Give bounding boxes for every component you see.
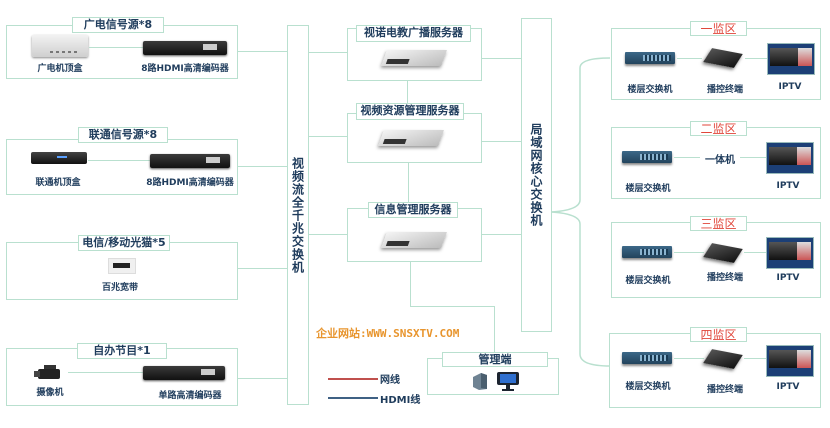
connector-line	[744, 252, 766, 253]
server-title: 视频资源管理服务器	[356, 103, 464, 120]
connector-line	[410, 306, 495, 307]
connector-line	[674, 358, 704, 359]
camera-icon	[34, 365, 60, 379]
bracket-connector	[551, 57, 611, 367]
iptv-screen-icon	[766, 237, 814, 269]
connector-line	[407, 80, 408, 108]
server-title: 视诺电教广播服务器	[356, 25, 471, 42]
server-icon	[378, 130, 444, 146]
device-label: IPTV	[776, 181, 800, 191]
device-label: 单路高清编码器	[158, 391, 222, 401]
device-label: 楼层交换机	[625, 276, 671, 286]
connector-line	[408, 162, 409, 208]
legend-line-network	[328, 378, 378, 380]
source-group-title: 广电信号源*8	[72, 17, 164, 33]
zone-title: 二监区	[690, 121, 747, 136]
connector-line	[745, 58, 767, 59]
server-title: 信息管理服务器	[368, 202, 458, 218]
iptv-screen-icon	[767, 43, 815, 75]
connector-line	[410, 262, 411, 306]
floor-switch-icon	[622, 352, 672, 364]
device-label: 百兆宽带	[101, 283, 138, 293]
source-group-title: 联通信号源*8	[78, 127, 168, 143]
server-icon	[381, 50, 447, 66]
device-label: 联通机顶盒	[35, 178, 81, 188]
server-icon	[381, 232, 447, 248]
zone-title: 四监区	[690, 327, 747, 342]
device-label: IPTV	[776, 273, 800, 283]
device-label: 楼层交换机	[625, 184, 671, 194]
pc-tower-icon	[473, 373, 487, 390]
device-label: 8路HDMI高清编码器	[146, 178, 234, 188]
hdmi-line	[68, 372, 143, 373]
connector-line	[307, 52, 347, 53]
connector-line	[235, 378, 287, 379]
device-label: IPTV	[778, 82, 802, 92]
management-title: 管理端	[442, 352, 548, 367]
device-label: 播控终端	[706, 273, 743, 283]
device-label: 播控终端	[706, 85, 743, 95]
website-text: 企业网站:WWW.SNSXTV.COM	[316, 327, 460, 340]
device-label: IPTV	[776, 382, 800, 392]
legend-line-hdmi	[328, 397, 378, 399]
device-label: 8路HDMI高清编码器	[141, 64, 229, 74]
zone-title: 三监区	[690, 216, 747, 231]
device-label: 楼层交换机	[627, 85, 673, 95]
legend-label-network: 网线	[380, 375, 400, 386]
set-top-box-icon	[32, 35, 88, 57]
device-label: 广电机顶盒	[37, 64, 83, 74]
connector-line	[235, 51, 287, 52]
iptv-screen-icon	[766, 142, 814, 174]
video-gigabit-switch: 视频流全千兆交换机	[287, 25, 309, 405]
set-top-box-icon	[31, 152, 87, 164]
connector-line	[482, 234, 522, 235]
connector-line	[235, 166, 287, 167]
video-switch-label: 视频流全千兆交换机	[290, 156, 305, 274]
encoder-icon	[143, 41, 227, 55]
core-lan-switch: 局域网核心交换机	[521, 18, 552, 332]
connector-line	[307, 234, 347, 235]
connector-line	[482, 141, 522, 142]
connector-line	[744, 358, 766, 359]
zone-title: 一监区	[690, 21, 747, 36]
device-label: 摄像机	[36, 388, 64, 398]
connector-line	[235, 268, 287, 269]
connector-line	[307, 136, 347, 137]
device-label: 楼层交换机	[625, 382, 671, 392]
modem-icon	[108, 258, 136, 274]
hdmi-line	[88, 160, 150, 161]
connector-line	[482, 58, 522, 59]
encoder-icon	[150, 154, 230, 168]
floor-switch-icon	[625, 52, 675, 64]
source-group-title: 电信/移动光猫*5	[78, 235, 170, 251]
encoder-icon	[143, 366, 225, 380]
source-group-title: 自办节目*1	[77, 343, 167, 359]
connector-line	[674, 252, 704, 253]
connector-line	[677, 58, 702, 59]
device-label: 一体机	[700, 151, 740, 166]
floor-switch-icon	[622, 246, 672, 258]
touch-screen-icon	[497, 372, 519, 391]
iptv-screen-icon	[766, 345, 814, 377]
connector-line	[494, 306, 495, 352]
device-label: 播控终端	[706, 385, 743, 395]
core-switch-label: 局域网核心交换机	[529, 123, 543, 227]
floor-switch-icon	[622, 151, 672, 163]
legend-label-hdmi: HDMI线	[380, 395, 421, 406]
hdmi-line	[89, 47, 143, 48]
